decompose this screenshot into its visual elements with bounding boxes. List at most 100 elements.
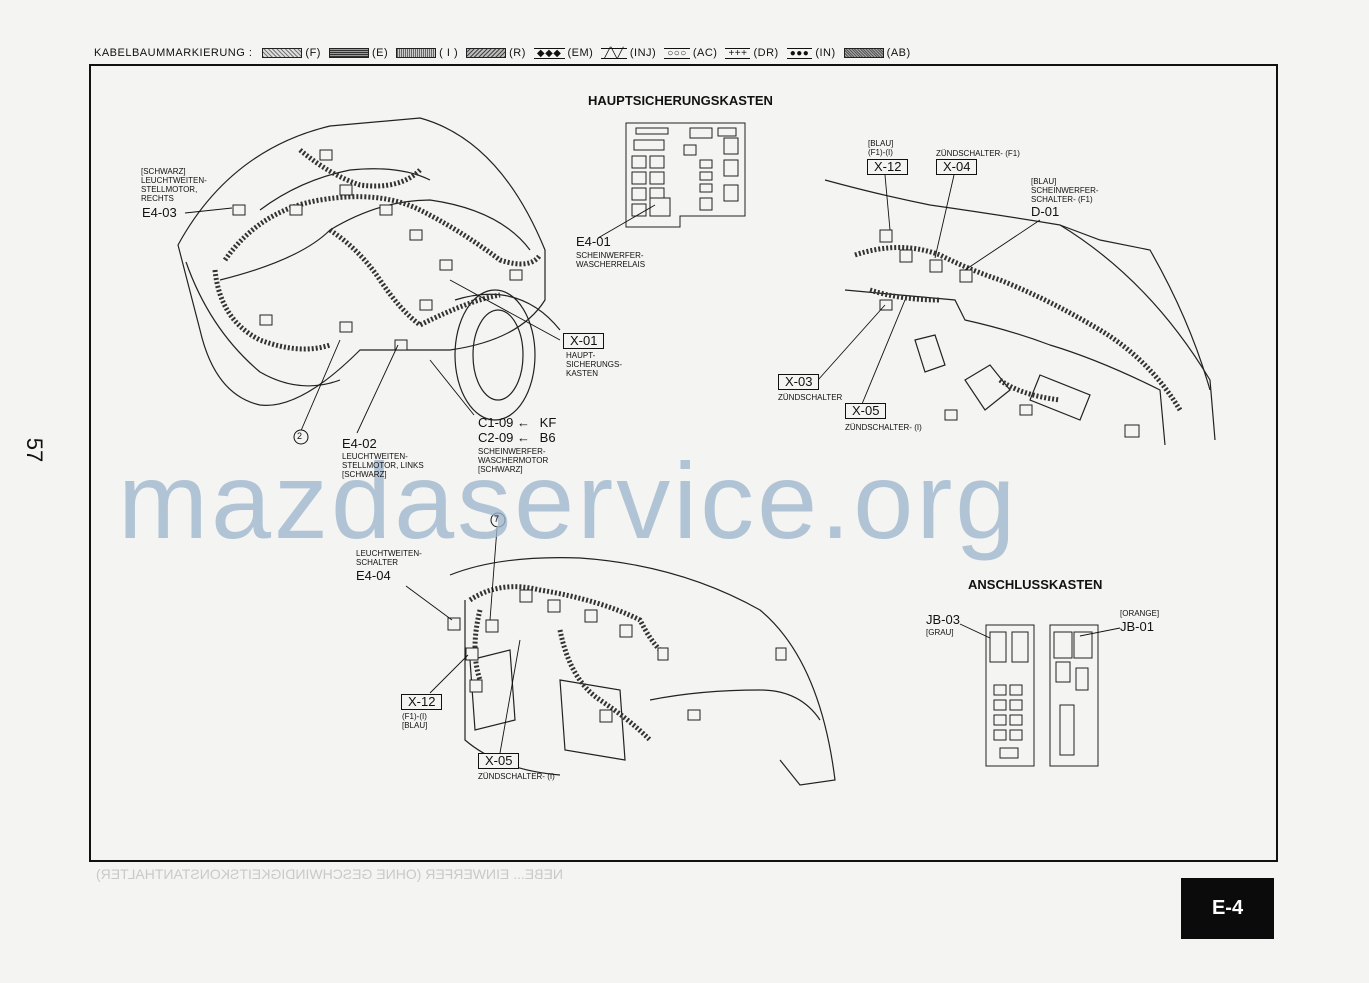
bleed-through-text: NEBE... EINWERFER (OHNE GESCHWINDIGKEITS… bbox=[96, 866, 563, 882]
engine-bay-car-body bbox=[177, 117, 546, 406]
legend-label-inj: (INJ) bbox=[629, 47, 657, 59]
legend-label-ab: (AB) bbox=[886, 47, 911, 59]
marker-7-label: 7 bbox=[494, 514, 500, 524]
legend-glyph-in: ●●● bbox=[786, 47, 813, 59]
jb01-code: JB-01 bbox=[1120, 619, 1154, 634]
dash-lower-harness bbox=[468, 584, 662, 652]
e401-desc-line: SCHEINWERFER- bbox=[576, 251, 644, 260]
dash-right-harness bbox=[854, 245, 1183, 412]
washer-motor-desc-line: WASCHERMOTOR bbox=[478, 456, 549, 465]
heading-main-fuse-box: HAUPTSICHERUNGSKASTEN bbox=[588, 93, 773, 108]
e404-desc-line: SCHALTER bbox=[356, 558, 399, 567]
e404-desc-line: LEUCHTWEITEN- bbox=[356, 549, 422, 558]
legend-glyph-dr: +++ bbox=[725, 47, 751, 59]
c109-code: C1-09 bbox=[478, 415, 514, 430]
lower-x12-code: X-12 bbox=[401, 694, 443, 710]
lower-x12-desc: (F1)-(I) [BLAU] bbox=[402, 712, 427, 730]
lower-x05-code: X-05 bbox=[478, 753, 520, 769]
legend-swatch-f bbox=[262, 48, 303, 58]
e401-desc: SCHEINWERFER- WASCHERRELAIS bbox=[576, 251, 645, 269]
dash-d01-desc-line: SCHEINWERFER- bbox=[1031, 186, 1099, 195]
washer-motor-desc-line: SCHEINWERFER- bbox=[478, 447, 546, 456]
page-tag: E-4 bbox=[1181, 878, 1274, 939]
engine-bay-wheel bbox=[454, 289, 536, 421]
e404-code: E4-04 bbox=[356, 568, 391, 583]
dash-x03-code: X-03 bbox=[778, 374, 820, 390]
e402-desc-line: LEUCHTWEITEN- bbox=[342, 452, 408, 461]
legend-label-i: ( I ) bbox=[439, 47, 459, 59]
dash-x04-code: X-04 bbox=[936, 159, 978, 175]
e401-code: E4-01 bbox=[576, 234, 611, 249]
dash-x12-desc: [BLAU] (F1)-(I) bbox=[868, 139, 893, 157]
c109-arrow-icon: ← bbox=[517, 415, 531, 430]
dash-d01-desc: [BLAU] SCHEINWERFER- SCHALTER- (F1) bbox=[1031, 177, 1099, 204]
legend-glyph-inj: ╱╲╱ bbox=[601, 47, 627, 59]
legend-label-em: (EM) bbox=[567, 47, 594, 59]
dash-d01-desc-line: [BLAU] bbox=[1031, 177, 1057, 186]
c209-row: C2-09 ← B6 bbox=[478, 431, 556, 445]
marker-2-label: 2 bbox=[297, 431, 303, 441]
watermark-text: mazdaservice.org bbox=[118, 440, 1019, 561]
e403-code: E4-03 bbox=[142, 205, 177, 220]
engine-bay-hood-line bbox=[185, 261, 341, 387]
jb03-desc: [GRAU] bbox=[926, 628, 954, 637]
dash-x03-desc: ZÜNDSCHALTER bbox=[778, 393, 843, 402]
legend-label-in: (IN) bbox=[815, 47, 836, 59]
legend-label-e: (E) bbox=[371, 47, 389, 59]
legend-swatch-e bbox=[328, 48, 369, 58]
legend-swatch-i bbox=[396, 48, 437, 58]
dash-x12-code: X-12 bbox=[867, 159, 909, 175]
x01-code: X-01 bbox=[563, 333, 605, 349]
x01-desc: HAUPT- SICHERUNGS- KASTEN bbox=[566, 351, 622, 378]
legend-label-ac: (AC) bbox=[692, 47, 718, 59]
c209-code: C2-09 bbox=[478, 430, 514, 445]
marker-7-circle bbox=[490, 512, 506, 528]
e403-desc-line: [SCHWARZ] bbox=[141, 167, 186, 176]
dash-lower-outline bbox=[449, 557, 836, 786]
x01-desc-line: HAUPT- bbox=[566, 351, 596, 360]
lower-x12-desc-line: (F1)-(I) bbox=[402, 712, 427, 721]
e403-desc-line: STELLMOTOR, bbox=[141, 185, 198, 194]
lower-x12-desc-line: [BLAU] bbox=[402, 721, 428, 730]
washer-motor-desc-line: [SCHWARZ] bbox=[478, 465, 523, 474]
e402-desc-line: STELLMOTOR, LINKS bbox=[342, 461, 424, 470]
dash-x04-desc: ZÜNDSCHALTER- (F1) bbox=[936, 149, 1020, 158]
legend-swatch-r bbox=[466, 48, 507, 58]
e403-desc: [SCHWARZ] LEUCHTWEITEN- STELLMOTOR, RECH… bbox=[141, 167, 207, 203]
legend-glyph-em: ◆◆◆ bbox=[533, 47, 565, 59]
e403-desc-line: RECHTS bbox=[141, 194, 174, 203]
dash-x05-desc: ZÜNDSCHALTER- (I) bbox=[845, 423, 922, 432]
e404-desc: LEUCHTWEITEN- SCHALTER bbox=[356, 549, 422, 567]
jb03-code: JB-03 bbox=[926, 612, 960, 627]
marker-2-circle bbox=[293, 429, 309, 445]
legend-label-dr: (DR) bbox=[753, 47, 779, 59]
legend-label-f: (F) bbox=[305, 47, 321, 59]
dash-x12-desc-line: [BLAU] bbox=[868, 139, 894, 148]
dash-right-outline bbox=[824, 179, 1216, 441]
legend-swatch-ab bbox=[843, 48, 884, 58]
e402-code: E4-02 bbox=[342, 436, 377, 451]
x01-desc-line: SICHERUNGS- bbox=[566, 360, 623, 369]
legend-label-r: (R) bbox=[509, 47, 526, 59]
page-number: 57 bbox=[22, 437, 48, 463]
heading-junction-box: ANSCHLUSSKASTEN bbox=[968, 577, 1103, 592]
e401-desc-line: WASCHERRELAIS bbox=[576, 260, 646, 269]
c109-row: C1-09 ← KF bbox=[478, 416, 556, 430]
jb01-desc: [ORANGE] bbox=[1120, 609, 1160, 618]
c209-target: B6 bbox=[539, 430, 556, 445]
dash-d01-desc-line: SCHALTER- (F1) bbox=[1031, 195, 1093, 204]
e402-desc: LEUCHTWEITEN- STELLMOTOR, LINKS [SCHWARZ… bbox=[342, 452, 424, 479]
diagram-frame bbox=[89, 64, 1278, 862]
dash-x12-desc-line: (F1)-(I) bbox=[868, 148, 893, 157]
c109-target: KF bbox=[539, 415, 557, 430]
dash-d01-code: D-01 bbox=[1031, 204, 1060, 219]
e402-desc-line: [SCHWARZ] bbox=[342, 470, 387, 479]
x01-desc-line: KASTEN bbox=[566, 369, 599, 378]
engine-bay-harness bbox=[222, 194, 543, 267]
legend-glyph-ac: ○○○ bbox=[664, 47, 690, 59]
c209-arrow-icon: ← bbox=[517, 430, 531, 445]
legend-title: KABELBAUMMARKIERUNG : bbox=[94, 47, 253, 59]
dash-x05-code: X-05 bbox=[845, 403, 887, 419]
harness-legend: KABELBAUMMARKIERUNG : (F) (E) ( I ) (R) … bbox=[94, 47, 915, 59]
